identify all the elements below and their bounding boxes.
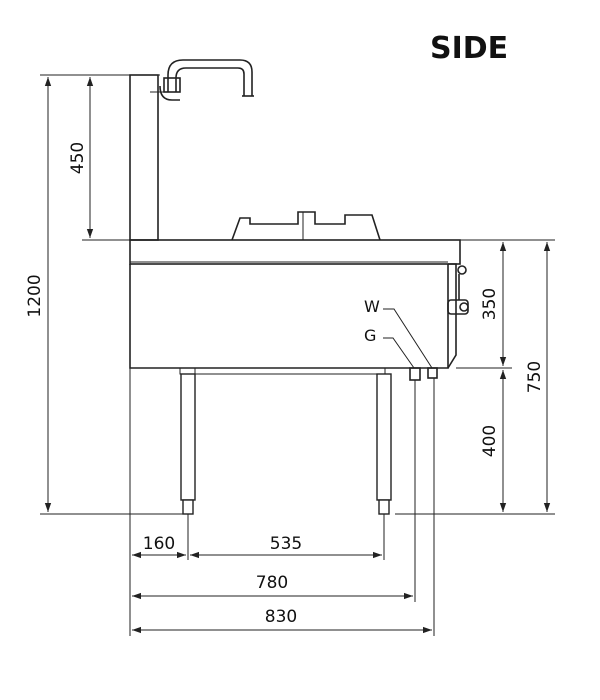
top-deck — [129, 239, 461, 265]
gas-callout: G — [364, 326, 415, 369]
water-connection — [427, 367, 438, 379]
control-knob — [447, 265, 469, 315]
dim-830: 830 — [132, 607, 432, 634]
under-frame — [179, 367, 386, 375]
range-body — [129, 74, 461, 375]
dim-830-label: 830 — [265, 607, 297, 627]
water-tap — [150, 59, 254, 101]
dim-450: 450 — [68, 77, 130, 241]
dim-535-label: 535 — [270, 534, 302, 554]
dim-780-label: 780 — [256, 573, 288, 593]
cabinet — [129, 264, 449, 369]
leg-rear — [376, 373, 392, 515]
dim-400-label: 400 — [480, 425, 500, 457]
water-label: W — [364, 297, 380, 316]
dim-1200: 1200 — [25, 74, 183, 515]
dim-400: 400 — [395, 370, 555, 515]
dim-1200-label: 1200 — [25, 274, 45, 317]
dim-160: 160 — [132, 534, 186, 559]
dim-350: 350 — [456, 239, 555, 369]
dim-350-label: 350 — [480, 288, 500, 320]
dim-750: 750 — [525, 242, 551, 512]
burner-support — [231, 211, 381, 241]
dim-780: 780 — [132, 573, 413, 600]
gas-label: G — [364, 326, 376, 345]
gas-connection — [409, 367, 421, 381]
control-panel — [447, 263, 457, 369]
back-upstand — [129, 74, 159, 241]
leg-front — [180, 373, 196, 515]
view-title: SIDE — [430, 31, 508, 66]
dim-750-label: 750 — [525, 361, 545, 393]
dim-535: 535 — [190, 534, 382, 559]
dim-160-label: 160 — [143, 534, 175, 554]
water-callout: W — [364, 297, 433, 369]
dim-450-label: 450 — [68, 142, 88, 174]
